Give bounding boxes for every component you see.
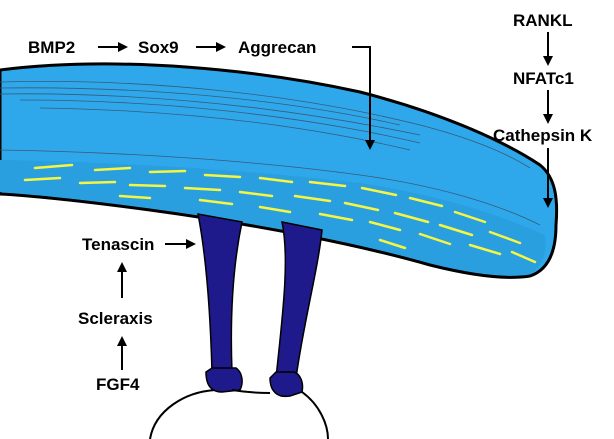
- tendon-right-foot: [270, 372, 303, 396]
- tendon-right: [276, 222, 322, 378]
- label-scleraxis: Scleraxis: [78, 309, 153, 328]
- label-fgf4: FGF4: [96, 375, 140, 394]
- arrow-sox9-aggrecan: [196, 42, 226, 52]
- arrow-tenascin-tendon: [165, 239, 196, 249]
- arrow-fgf4-scleraxis: [117, 336, 127, 370]
- arrow-scleraxis-tenascin: [117, 262, 127, 298]
- arrow-bmp2-sox9: [98, 42, 128, 52]
- label-aggrecan: Aggrecan: [238, 38, 316, 57]
- label-sox9: Sox9: [138, 38, 179, 57]
- tendon-left-foot: [206, 368, 242, 392]
- bone-outline: [150, 390, 328, 439]
- tendon-left: [198, 214, 242, 372]
- arrow-nfatc1-cathepsin: [543, 90, 553, 124]
- label-bmp2: BMP2: [28, 38, 75, 57]
- tendons: [198, 214, 322, 396]
- label-cathepsin-k: Cathepsin K: [493, 126, 593, 145]
- label-tenascin: Tenascin: [82, 235, 154, 254]
- label-nfatc1: NFATc1: [513, 69, 574, 88]
- label-rankl: RANKL: [513, 11, 573, 30]
- arrow-rankl-nfatc1: [543, 32, 553, 66]
